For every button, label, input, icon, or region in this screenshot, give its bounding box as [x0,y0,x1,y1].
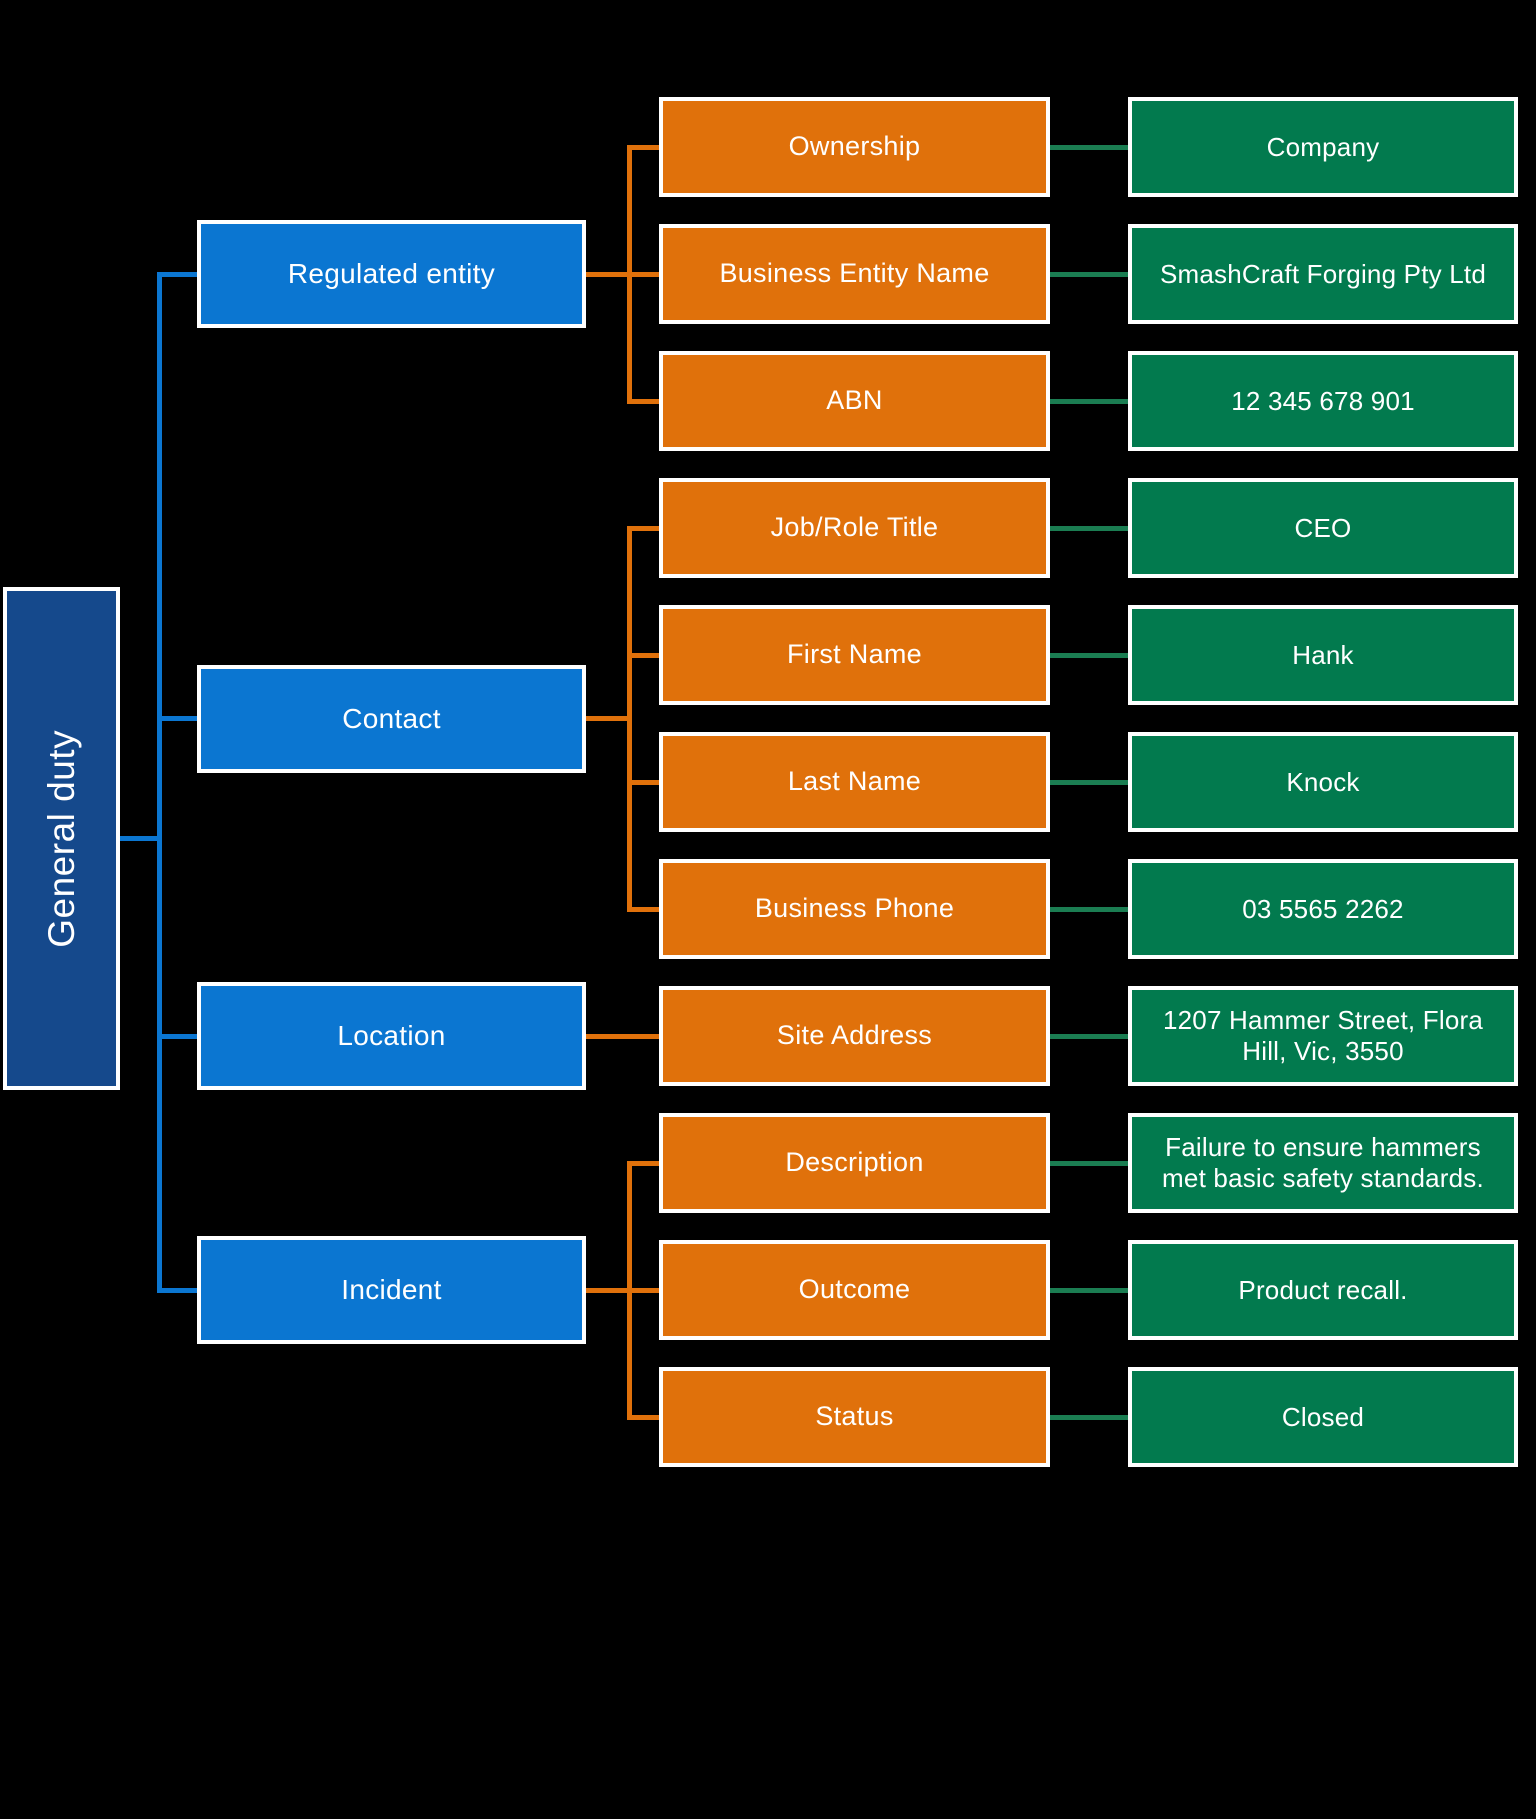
field-node-job-role-title: Job/Role Title [659,478,1050,578]
connector-green-job-role-title [1050,525,1128,531]
value-label: Closed [1281,1401,1365,1432]
connector-orange-branch-business-entity-name [632,271,659,277]
connector-orange-stub-contact [586,716,627,721]
category-node-incident: Incident [197,1236,586,1344]
field-label: Description [785,1147,924,1178]
category-label: Regulated entity [287,258,496,290]
connector-orange-branch-first-name [632,652,659,658]
field-label: First Name [786,639,922,670]
value-label: Company [1266,131,1380,162]
value-label: 12 345 678 901 [1231,385,1415,416]
value-label: SmashCraft Forging Pty Ltd [1160,258,1486,289]
connector-green-business-entity-name [1050,271,1128,277]
connector-green-abn [1050,398,1128,404]
field-node-first-name: First Name [659,605,1050,705]
field-node-site-address: Site Address [659,986,1050,1086]
field-node-description: Description [659,1113,1050,1213]
field-label: Last Name [787,766,922,797]
connector-orange-branch-job-role-title [632,525,659,531]
value-label: Product recall. [1238,1274,1408,1305]
value-node-business-entity-name-value: SmashCraft Forging Pty Ltd [1128,224,1518,324]
connector-orange-stub-regulated-entity [586,271,627,277]
connector-green-status [1050,1414,1128,1420]
connector-green-outcome [1050,1287,1128,1293]
field-node-outcome: Outcome [659,1240,1050,1340]
value-label: Failure to ensure hammers met basic safe… [1162,1132,1484,1193]
category-node-regulated-entity: Regulated entity [197,220,586,328]
connector-blue-stub-location [162,1033,197,1039]
value-node-first-name-value: Hank [1128,605,1518,705]
value-label: CEO [1294,512,1352,543]
field-node-abn: ABN [659,351,1050,451]
field-label: ABN [826,385,883,416]
connector-orange-trunk-regulated-entity [627,144,632,404]
field-node-last-name: Last Name [659,732,1050,832]
category-node-contact: Contact [197,664,586,773]
connector-orange-branch-last-name [632,779,659,785]
value-node-description-value: Failure to ensure hammers met basic safe… [1128,1113,1518,1213]
connector-blue-trunk [157,271,162,1293]
category-label: Location [337,1020,446,1052]
connector-orange-branch-description [632,1160,659,1166]
root-node-label: General duty [40,729,82,948]
category-node-location: Location [197,982,586,1090]
connector-blue-root-stub [120,836,157,841]
connector-green-business-phone [1050,906,1128,912]
value-label: 03 5565 2262 [1242,893,1404,924]
connector-blue-stub-contact [162,716,197,721]
field-label: Outcome [798,1274,911,1305]
connector-orange-trunk-contact [627,525,632,912]
field-label: Job/Role Title [770,512,939,543]
connector-orange-branch-business-phone [632,906,659,912]
connector-orange-branch-outcome [632,1287,659,1293]
value-label: 1207 Hammer Street, Flora Hill, Vic, 355… [1162,1005,1483,1066]
connector-orange-stub-incident [586,1287,627,1293]
field-node-ownership: Ownership [659,97,1050,197]
connector-green-last-name [1050,779,1128,785]
field-node-status: Status [659,1367,1050,1467]
value-label: Hank [1292,639,1354,670]
connector-orange-branch-ownership [632,144,659,150]
value-node-abn-value: 12 345 678 901 [1128,351,1518,451]
category-label: Contact [342,702,441,734]
connector-green-description [1050,1160,1128,1166]
connector-green-ownership [1050,144,1128,150]
category-label: Incident [341,1274,442,1306]
connector-orange-branch-status [632,1414,659,1420]
connector-blue-stub-incident [162,1287,197,1293]
connector-green-site-address [1050,1033,1128,1039]
connector-orange-branch-abn [632,398,659,404]
connector-orange-direct-location [586,1033,659,1039]
field-label: Ownership [788,131,921,162]
field-label: Business Entity Name [719,258,990,289]
value-node-outcome-value: Product recall. [1128,1240,1518,1340]
field-label: Status [815,1401,894,1432]
value-node-site-address-value: 1207 Hammer Street, Flora Hill, Vic, 355… [1128,986,1518,1086]
connector-orange-trunk-incident [627,1160,632,1420]
field-node-business-entity-name: Business Entity Name [659,224,1050,324]
value-node-status-value: Closed [1128,1367,1518,1467]
root-node-general-duty: General duty [3,587,120,1090]
value-node-business-phone-value: 03 5565 2262 [1128,859,1518,959]
value-node-job-role-title-value: CEO [1128,478,1518,578]
value-node-ownership-value: Company [1128,97,1518,197]
field-node-business-phone: Business Phone [659,859,1050,959]
value-label: Knock [1286,766,1360,797]
value-node-last-name-value: Knock [1128,732,1518,832]
connector-blue-stub-regulated-entity [162,271,197,277]
field-label: Business Phone [754,893,955,924]
connector-green-first-name [1050,652,1128,658]
field-label: Site Address [776,1020,933,1051]
